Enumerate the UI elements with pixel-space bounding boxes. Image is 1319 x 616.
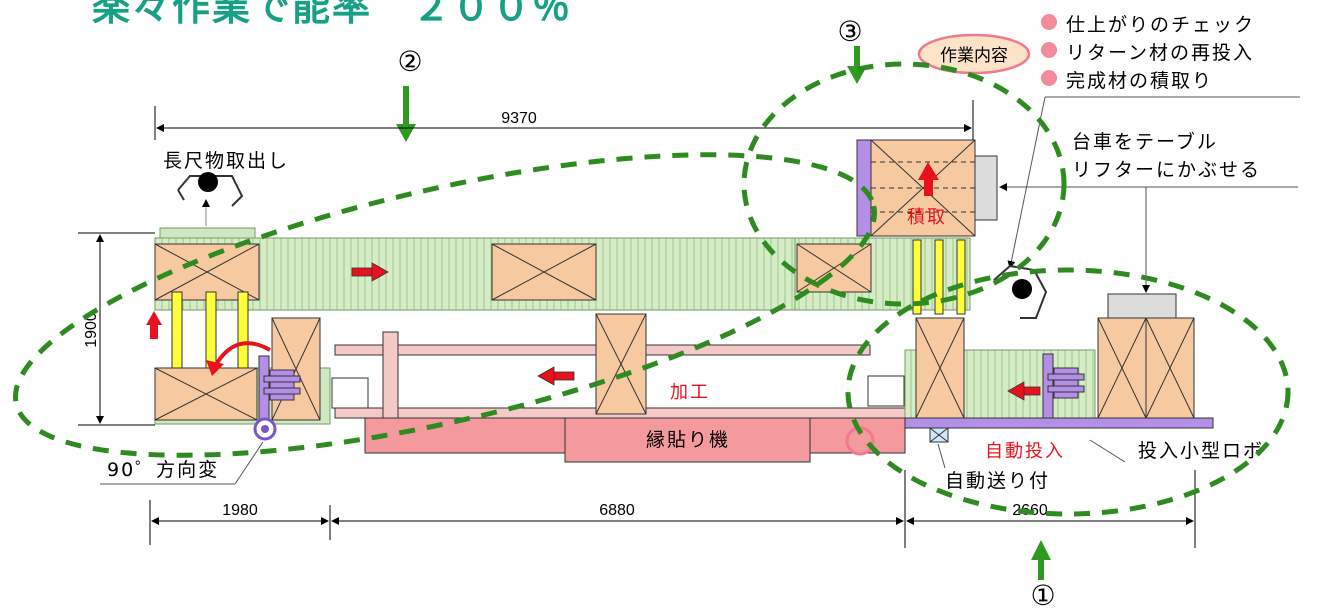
yellow-posts [171,239,966,371]
zone-arrows [396,46,1051,580]
dimension-total-length: 9370 [154,100,974,140]
robot-label: 投入小型ロボ [1138,440,1264,462]
zone-1-outline [845,267,1291,517]
zone-outlines [12,61,1291,517]
operator-left [177,172,244,207]
turn-label: 90゜方向変 [107,459,219,481]
machine-label: 縁貼り機 [646,429,730,451]
work-item-check: 仕上がりのチェック [1066,14,1255,36]
zone-3-outline [741,61,1067,307]
zone-2-outline [12,152,878,458]
dim-total: 9370 [501,110,537,127]
bullet-dot [1041,14,1057,30]
stack-label: 積取 [907,207,947,228]
bullet-dot [1041,70,1057,86]
long-item-label: 長尺物取出し [163,150,289,172]
top-box-3 [796,243,872,293]
edge-banding-machine: 縁貼り機 [364,417,906,463]
processing-line: 加工 [331,313,906,423]
stack-station: 積取 [856,139,1298,237]
zone-marker-3: ③ [837,15,862,48]
cart-note-2: リフターにかぶせる [1072,159,1261,181]
work-content-badge-shape [917,33,1031,75]
work-content-badge: 作業内容 [940,46,1008,66]
dimension-height: 1900 [78,232,155,426]
top-box-2 [491,243,597,301]
work-item-return: リターン材の再投入 [1066,42,1254,64]
feed-station: 自動投入 投入小型ロボ 自動送り付 [904,187,1264,492]
top-box-1 [154,243,260,301]
zone-marker-1: ① [1030,579,1055,612]
auto-feed-label: 自動投入 [985,441,1065,462]
work-content-legend: 作業内容 仕上がりのチェック リターン材の再投入 完成材の積取り [917,14,1300,269]
process-label: 加工 [670,382,710,403]
turn-station [146,311,331,441]
bullet-dot [1041,42,1057,58]
work-item-stack: 完成材の積取り [1066,70,1213,92]
dim-left: 1980 [222,502,258,519]
dim-height: 1900 [83,312,100,348]
flow-arrow-right [351,262,389,282]
page-title: 楽々作業で能率 ２００％ [92,0,572,29]
zone-marker-2: ② [397,45,422,78]
cart-note-1: 台車をテーブル [1072,130,1218,153]
auto-conveyor-label: 自動送り付 [945,470,1050,492]
turn-callout: 90゜方向変 [100,441,264,485]
dim-mid: 6880 [599,502,635,519]
operator-right [993,264,1048,319]
